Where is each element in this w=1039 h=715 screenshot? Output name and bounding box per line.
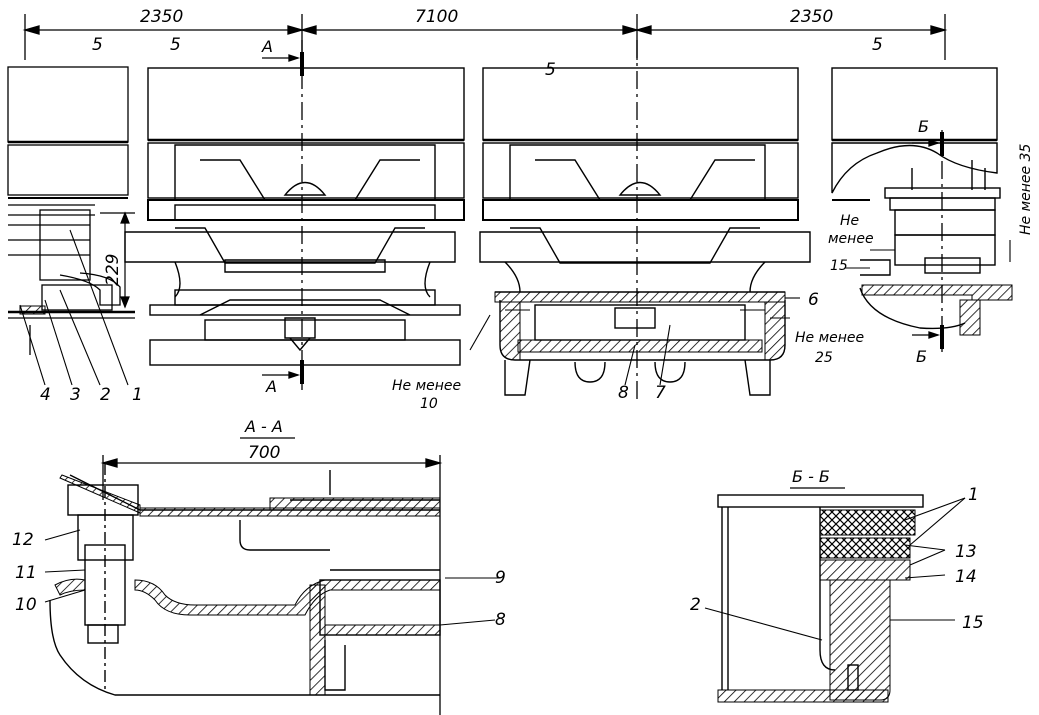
middle-hatched-base	[517, 339, 763, 353]
label-9: 9	[495, 568, 506, 588]
label-8-bottom: 8	[495, 610, 506, 630]
section-b-top-label: Б	[918, 117, 929, 136]
right-edge-view	[831, 67, 1001, 330]
note-not-less-15-value: 15	[830, 258, 848, 274]
label-7: 7	[655, 383, 666, 403]
label-5-b: 5	[170, 35, 181, 55]
left-leaders	[19, 229, 129, 386]
label-2: 2	[100, 385, 111, 405]
section-a-top-label: А	[261, 37, 273, 56]
note-not-less-10-line2: 10	[420, 396, 438, 412]
note-not-less-10-line1: Не менее	[392, 378, 461, 394]
left-strip-hatched-plate	[19, 305, 46, 315]
middle-hatched-right-wall	[764, 301, 786, 361]
left-bogie-view	[124, 67, 465, 366]
section-aa-hatched-frame	[134, 579, 441, 616]
label-8-top: 8	[618, 383, 629, 403]
dim-left-2350: 2350	[140, 7, 183, 27]
section-aa-hatched-left	[54, 578, 86, 596]
label-11: 11	[15, 563, 37, 583]
label-10: 10	[15, 595, 37, 615]
section-b-cut-line	[912, 130, 944, 352]
section-bb-hatched-post	[829, 579, 891, 701]
right-hatched-base	[861, 284, 1013, 301]
label-1-bb: 1	[968, 485, 979, 505]
right-leaders	[845, 240, 1011, 269]
label-5-d: 5	[872, 35, 883, 55]
label-5-c: 5	[545, 60, 556, 80]
section-aa-hatched-wall	[309, 584, 326, 696]
label-6: 6	[808, 290, 819, 310]
section-aa-hatched-cover	[59, 474, 141, 514]
label-3: 3	[70, 385, 81, 405]
middle-hatched-left-wall	[499, 301, 521, 361]
note-not-less-25-line1: Не менее	[795, 330, 864, 346]
dim-right-2350: 2350	[790, 7, 833, 27]
middle-leaders	[469, 297, 800, 386]
left-strip-view	[7, 66, 135, 355]
section-bb-leaders	[704, 497, 966, 641]
label-13: 13	[955, 542, 977, 562]
section-aa-hatched-upper	[269, 497, 441, 511]
section-a-bottom-label: А	[265, 377, 277, 396]
label-15: 15	[962, 613, 984, 633]
section-bb-title: Б - Б	[792, 467, 830, 486]
section-aa-hatched-floor	[324, 624, 441, 636]
note-not-less-25-line2: 25	[815, 350, 833, 366]
section-bb-crosshatch-mid	[819, 537, 911, 559]
note-not-less-35: Не менее 35	[1018, 143, 1034, 235]
dim-middle-7100: 7100	[415, 7, 458, 27]
section-bb-crosshatch-top	[819, 509, 916, 536]
note-not-less-15-line1: Не	[840, 213, 859, 229]
dim-229: 229	[103, 254, 123, 286]
label-4: 4	[40, 385, 51, 405]
section-aa-title: А - А	[244, 417, 283, 436]
label-5-a: 5	[92, 35, 103, 55]
section-bb-hatched-base	[717, 689, 889, 703]
top-dimension-line	[22, 14, 948, 60]
right-hatched-post	[959, 299, 981, 336]
middle-hatched-frame	[494, 291, 786, 303]
dim-700: 700	[248, 443, 280, 463]
label-2-bb: 2	[690, 595, 701, 615]
label-12: 12	[12, 530, 34, 550]
label-1: 1	[132, 385, 143, 405]
label-14: 14	[955, 567, 977, 587]
section-aa-leaders	[44, 529, 500, 626]
section-b-bottom-label: Б	[916, 347, 927, 366]
note-not-less-15-line2: менее	[828, 231, 874, 247]
section-bb-hatched-layer	[819, 559, 911, 581]
